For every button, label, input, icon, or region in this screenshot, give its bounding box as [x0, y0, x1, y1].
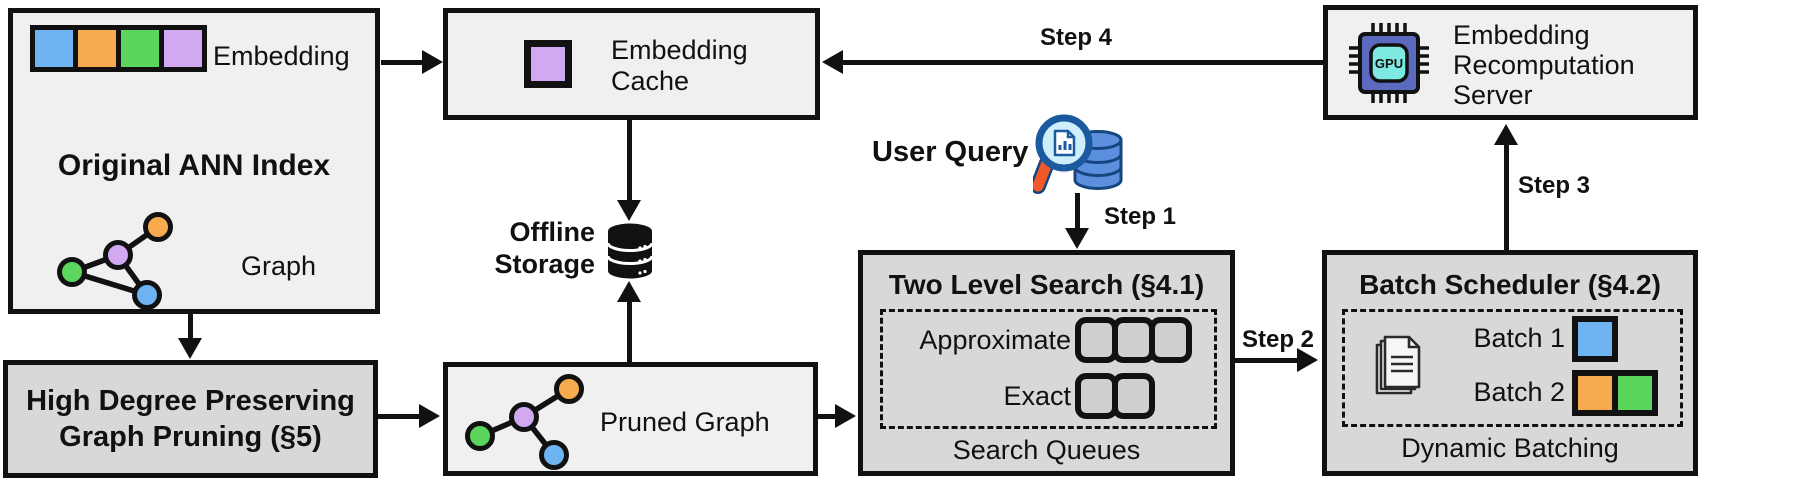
embedding-cell-blue	[35, 30, 73, 67]
arrow-step1-head	[1065, 228, 1089, 249]
graph-pruning-box: High Degree Preserving Graph Pruning (§5…	[3, 360, 378, 478]
queue-slots	[1075, 373, 1155, 419]
recomputation-server-line2: Recomputation	[1453, 50, 1635, 80]
user-query-label: User Query	[872, 136, 1029, 168]
magnifier-glyph	[1033, 114, 1093, 194]
graph-pruning-line1: High Degree Preserving	[26, 385, 355, 417]
batch-scheduler-box: Batch Scheduler (§4.2) Batch 1 Batch 2 Dy…	[1322, 250, 1698, 476]
graph-node-green	[465, 421, 495, 451]
arrow-index-to-pruning-head	[178, 338, 202, 359]
arrow-pruning-to-pruned-line	[377, 414, 420, 419]
queue-slots	[1075, 317, 1192, 363]
pruned-graph-box: Pruned Graph	[443, 362, 818, 476]
batch-cell-green	[1612, 369, 1658, 416]
batch-cell-blue	[1572, 315, 1618, 362]
ann-graph-icon	[57, 212, 173, 310]
batch-row: Batch 1	[1445, 315, 1658, 362]
offline-storage-line2: Storage	[494, 249, 595, 279]
arrow-pruned-to-search-head	[835, 404, 856, 428]
graph-pruning-line2: Graph Pruning (§5)	[59, 421, 322, 453]
arrow-cache-to-storage-line	[627, 119, 632, 201]
search-queues-panel	[880, 309, 1217, 429]
original-ann-index-box: Embedding Original ANN Index Graph	[8, 8, 380, 314]
search-row-approximate: Approximate	[883, 317, 1217, 363]
arrow-index-to-cache-head	[422, 50, 443, 74]
arrow-pruned-to-storage-line	[627, 300, 632, 363]
recomputation-server-box: GPU Embedding Recomputation Server	[1323, 5, 1698, 120]
graph-node-purple	[103, 240, 133, 270]
dynamic-batching-panel	[1342, 309, 1683, 427]
dynamic-batching-footer: Dynamic Batching	[1401, 433, 1619, 463]
arrow-step4-line	[842, 60, 1323, 65]
gpu-chip-icon: GPU	[1349, 23, 1429, 103]
arrow-cache-to-storage-head	[617, 200, 641, 221]
embedding-cache-label: Embedding Cache	[611, 35, 748, 97]
embedding-cache-line1: Embedding	[611, 35, 748, 65]
search-queues-footer: Search Queues	[952, 435, 1141, 465]
queue-slot	[1112, 373, 1155, 419]
batch-row-label: Batch 1	[1473, 323, 1565, 353]
graph-node-green	[57, 257, 87, 287]
arrow-step4-head	[822, 50, 843, 74]
batch-cells	[1572, 369, 1658, 416]
graph-node-orange	[554, 374, 584, 404]
search-row-label: Exact	[1003, 380, 1071, 411]
step4-label: Step 4	[1039, 24, 1113, 51]
search-row-label: Approximate	[919, 324, 1071, 355]
cached-embedding-swatch	[524, 40, 572, 88]
documents-stack-icon	[1375, 335, 1421, 395]
arrow-pruned-to-search-line	[817, 414, 837, 419]
offline-storage-label: Offline Storage	[455, 216, 595, 280]
two-level-search-title: Two Level Search (§4.1)	[888, 269, 1205, 300]
queue-slot	[1149, 317, 1192, 363]
arrow-step2-head	[1297, 348, 1318, 372]
graph-node-orange	[143, 212, 173, 242]
embedding-cache-box: Embedding Cache	[443, 8, 820, 120]
embedding-cell-green	[121, 30, 159, 67]
batch-rows: Batch 1 Batch 2	[1445, 315, 1658, 423]
embedding-cell-orange	[78, 30, 116, 67]
recomputation-server-line1: Embedding	[1453, 20, 1590, 50]
offline-storage-line1: Offline	[509, 217, 596, 247]
arrow-index-to-pruning-line	[188, 313, 193, 340]
embedding-label: Embedding	[213, 41, 350, 71]
step1-label: Step 1	[1104, 203, 1177, 230]
batch-cells	[1572, 315, 1618, 362]
step3-label: Step 3	[1518, 172, 1591, 199]
arrow-step3-line	[1504, 143, 1509, 251]
embedding-vector-strip	[30, 25, 207, 72]
batch-cell-orange	[1572, 369, 1618, 416]
arrow-index-to-cache-line	[381, 60, 423, 65]
search-row-exact: Exact	[883, 373, 1217, 419]
gpu-chip-text: GPU	[1375, 56, 1403, 71]
batch-scheduler-title: Batch Scheduler (§4.2)	[1359, 269, 1661, 300]
arrow-pruned-to-storage-head	[617, 281, 641, 302]
graph-node-blue	[132, 280, 162, 310]
embedding-cell-purple	[164, 30, 202, 67]
recomputation-server-label: Embedding Recomputation Server	[1453, 20, 1635, 110]
batch-row-label: Batch 2	[1473, 377, 1565, 407]
graph-pruning-title: High Degree Preserving Graph Pruning (§5…	[8, 383, 373, 455]
arrow-step1-line	[1075, 193, 1080, 230]
embedding-cache-line2: Cache	[611, 66, 690, 97]
recomputation-server-line3: Server	[1453, 80, 1533, 110]
user-query-search-icon	[1033, 114, 1123, 194]
step2-label: Step 2	[1241, 326, 1315, 353]
original-ann-index-title: Original ANN Index	[57, 149, 331, 182]
graph-label: Graph	[241, 251, 317, 281]
batch-row: Batch 2	[1445, 369, 1658, 416]
pruned-graph-icon	[465, 374, 584, 470]
pruned-graph-label: Pruned Graph	[600, 407, 770, 437]
arrow-pruning-to-pruned-head	[419, 404, 440, 428]
arrow-step3-head	[1494, 124, 1518, 145]
graph-node-purple	[509, 402, 539, 432]
arrow-step2-line	[1235, 358, 1299, 363]
offline-storage-database-icon	[606, 223, 654, 279]
graph-node-blue	[539, 440, 569, 470]
